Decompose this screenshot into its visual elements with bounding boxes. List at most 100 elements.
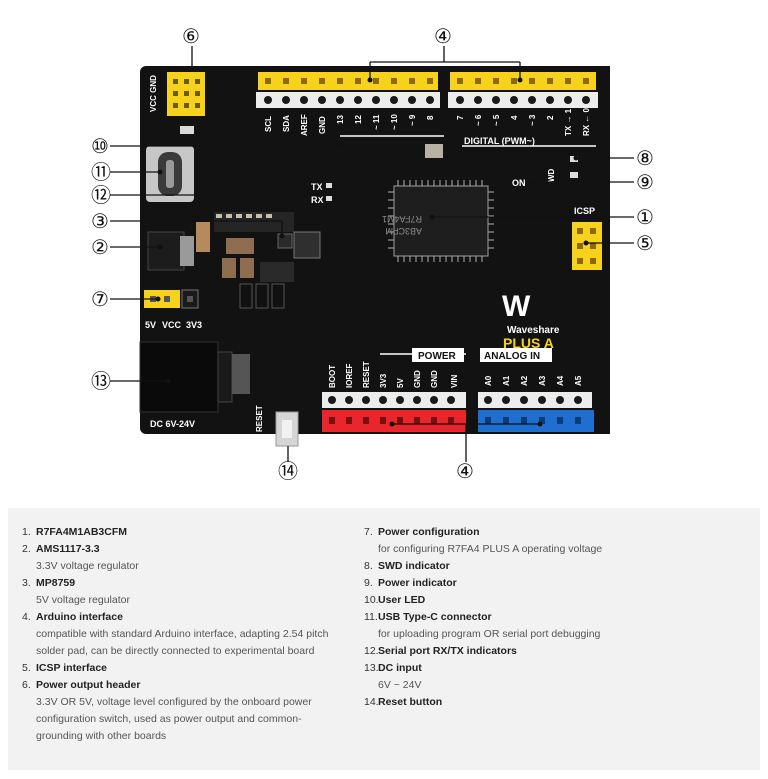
pin-label-4: 4 — [510, 115, 519, 120]
legend-item-number: 13. — [364, 662, 379, 674]
legend-item-title: Reset button — [378, 696, 443, 708]
pin-label-a1: A1 — [502, 375, 511, 386]
pin-label-3: ~ 3 — [528, 114, 537, 126]
legend-item-number: 6. — [22, 679, 31, 691]
icsp-header — [572, 222, 602, 270]
logo-mark: W — [502, 290, 531, 323]
legend-item: 3. MP8759 — [22, 575, 362, 592]
mcu-chip — [393, 185, 489, 257]
callout-4-top: ④ — [434, 24, 452, 48]
callout-1: ① — [636, 205, 654, 229]
board-diagram: VCC GND SCL SDA AREF GND 13 12 ~ 11 ~ 10… — [91, 24, 654, 483]
pin-label-5v: 5V — [396, 378, 405, 388]
legend-item-title: DC input — [378, 662, 422, 674]
legend-panel: 1. R7FA4M1AB3CFM 2. AMS1117-3.3 3.3V voltage… — [8, 508, 760, 770]
callout-5: ⑤ — [636, 231, 654, 255]
legend-item-number: 10. — [364, 594, 379, 606]
legend-item: 2. AMS1117-3.3 — [22, 541, 362, 558]
legend-item: 10.User LED — [364, 592, 744, 609]
pin-label-a5: A5 — [574, 375, 583, 386]
legend-item-description: compatible with standard Arduino interfa… — [36, 628, 329, 640]
pin-label-reset: RESET — [362, 361, 371, 388]
legend-item-number: 9. — [364, 577, 373, 589]
pin-label-gnd1: GND — [413, 370, 422, 388]
legend-item-number: 1. — [22, 526, 31, 538]
legend-item-number: 3. — [22, 577, 31, 589]
callout-6: ⑥ — [182, 24, 200, 48]
legend-item: 14.Reset button — [364, 694, 744, 711]
pin-label-a3: A3 — [538, 375, 547, 386]
board-svg: VCC GND SCL SDA AREF GND 13 12 ~ 11 ~ 10… — [91, 24, 654, 483]
legend-item: 9.Power indicator — [364, 575, 744, 592]
legend-item-number: 5. — [22, 662, 31, 674]
callout-13: ⑬ — [91, 369, 111, 393]
legend-item-description: configuration switch, used as power outp… — [36, 713, 302, 725]
callout-14: ⑭ — [278, 459, 298, 483]
power-label: POWER — [418, 351, 457, 362]
legend-item-description: 5V voltage regulator — [36, 594, 130, 606]
legend-item-description: 6V ~ 24V — [378, 679, 422, 691]
pin-label-scl: SCL — [264, 116, 273, 132]
sel-3v3-label: 3V3 — [186, 320, 202, 330]
vcc-gnd-label: VCC GND — [149, 75, 158, 112]
pin-label-sda: SDA — [282, 115, 291, 132]
pin-label-2: 2 — [546, 115, 555, 120]
legend-item-description: 3.3V voltage regulator — [36, 560, 139, 572]
rx-label: RX — [311, 195, 324, 205]
legend-item-title: Power output header — [36, 679, 141, 691]
legend-item-description: grounding with other boards — [36, 730, 167, 742]
legend-item-title: SWD indicator — [378, 560, 450, 572]
pin-label-ioref: IOREF — [345, 363, 354, 388]
legend-item-description: 3.3V OR 5V, voltage level configured by … — [36, 696, 312, 708]
legend-item-title: Power configuration — [378, 526, 480, 538]
callout-11: ⑪ — [91, 160, 111, 184]
pin-label-12: 12 — [354, 115, 363, 124]
pin-label-rx0: RX ← 0 — [582, 107, 591, 136]
pin-label-a4: A4 — [556, 375, 565, 386]
legend-item-number: 11. — [364, 611, 378, 623]
legend-item-title: R7FA4M1AB3CFM — [36, 526, 128, 538]
callout-8: ⑧ — [636, 146, 654, 170]
legend-item-title: Arduino interface — [36, 611, 123, 623]
callout-12: ⑫ — [91, 183, 111, 207]
legend-item-title: ICSP interface — [36, 662, 108, 674]
pin-label-10: ~ 10 — [390, 114, 399, 130]
legend-item: 6. Power output header — [22, 677, 362, 694]
legend-item-number: 4. — [22, 611, 31, 623]
sel-vcc-label: VCC — [162, 320, 182, 330]
legend-item-number: 8. — [364, 560, 373, 572]
pin-label-gnd: GND — [318, 116, 327, 134]
legend-item-description: solder pad, can be directly connected to… — [36, 645, 315, 657]
callout-10: ⑩ — [91, 134, 109, 158]
dc-jack — [139, 341, 219, 413]
legend-item: 11.USB Type-C connector — [364, 609, 744, 626]
digital-header-right — [450, 72, 596, 90]
legend-item-title: User LED — [378, 594, 426, 606]
dc-label: DC 6V-24V — [150, 419, 195, 429]
callout-7: ⑦ — [91, 287, 109, 311]
callout-3: ③ — [91, 209, 109, 233]
pin-label-9: ~ 9 — [408, 114, 417, 126]
legend-item-title: MP8759 — [36, 577, 76, 589]
pin-label-7: 7 — [456, 115, 465, 120]
digital-header-left — [258, 72, 438, 90]
legend-item-description: for configuring R7FA4 PLUS A operating v… — [378, 543, 603, 555]
brand-label: Waveshare — [507, 325, 560, 336]
pin-label-aref: AREF — [300, 114, 309, 136]
legend-item-description: for uploading program OR serial port deb… — [378, 628, 601, 640]
legend-item-number: 12. — [364, 645, 379, 657]
chip-text-line1: R7FA4M1 — [382, 214, 422, 224]
reset-btn-label: RESET — [255, 405, 264, 432]
pin-label-3v3: 3V3 — [379, 373, 388, 388]
pin-label-8: 8 — [426, 115, 435, 120]
legend-item: 12.Serial port RX/TX indicators — [364, 643, 744, 660]
pin-label-a0: A0 — [484, 375, 493, 386]
pin-label-11: ~ 11 — [372, 114, 381, 130]
callout-4-bottom: ④ — [456, 459, 474, 483]
pin-label-tx1: TX → 1 — [564, 108, 573, 136]
chip-text-line2: AB3CFM — [385, 226, 422, 236]
legend-item: 13.DC input — [364, 660, 744, 677]
legend-item-title: AMS1117-3.3 — [36, 543, 100, 555]
legend-item-number: 2. — [22, 543, 31, 555]
